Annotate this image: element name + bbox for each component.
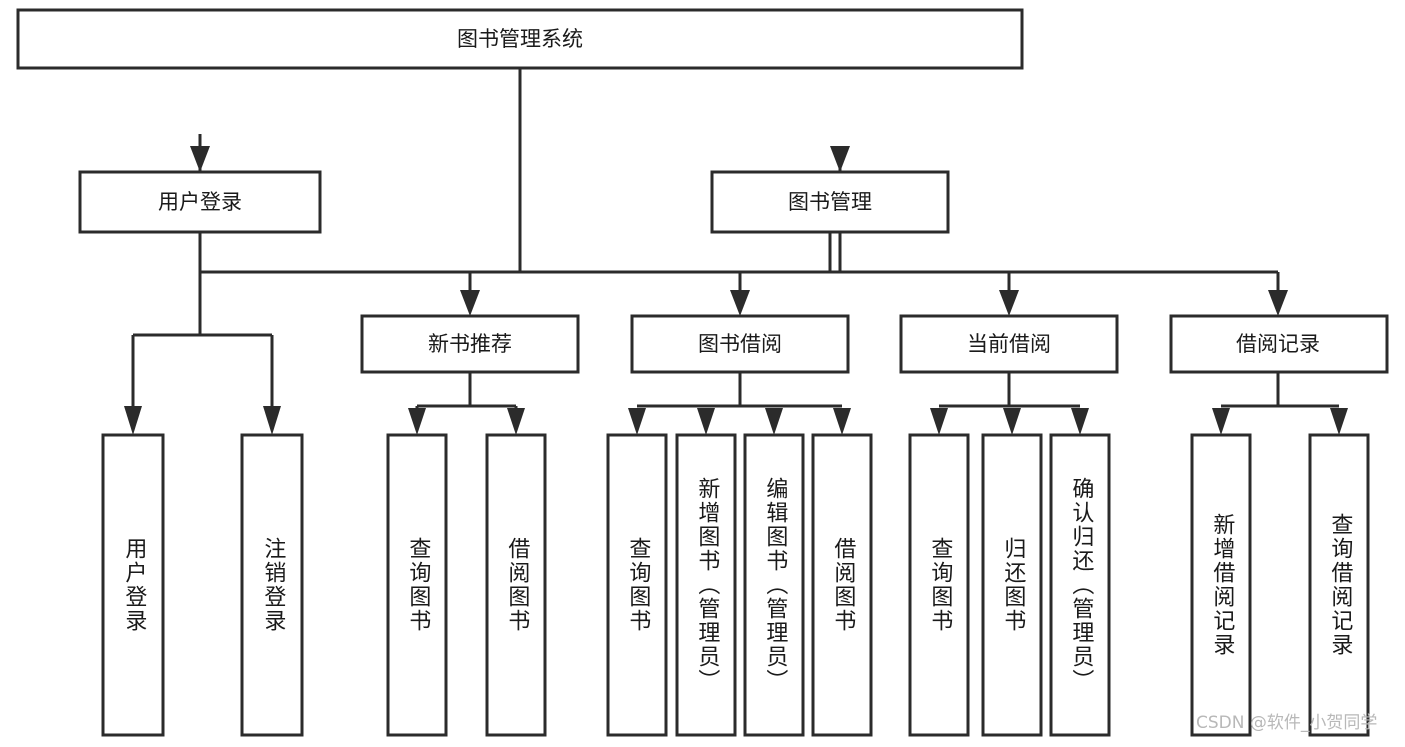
node-box-leaf-query-record[interactable] — [1308, 433, 1370, 737]
arrow-head-leaf-add-book — [697, 408, 715, 435]
node-box-leaf-confirm-return[interactable] — [1049, 433, 1111, 737]
connector-currentborrow-to-leaves — [930, 372, 1089, 435]
node-box[interactable] — [630, 314, 850, 374]
node-label: 借阅记录 — [1236, 332, 1320, 356]
node-current-borrow[interactable]: 当前借阅 — [899, 314, 1119, 374]
connector-root-to-level1 — [190, 68, 850, 274]
arrow-head-leaf-add-record — [1212, 408, 1230, 435]
node-box-leaf-add-book[interactable] — [675, 433, 737, 737]
arrow-head-leaf-borrow-book — [833, 408, 851, 435]
node-label: 图书借阅 — [698, 332, 782, 356]
arrow-head-leaf-borrow-book-rec — [507, 408, 525, 435]
arrow-head-leaf-query-book-borrow — [628, 408, 646, 435]
leaf-boxes — [101, 433, 1370, 737]
node-box-leaf-query-book-rec[interactable] — [386, 433, 448, 737]
node-box-leaf-return-book[interactable] — [981, 433, 1043, 737]
connector-bookborrow-to-leaves — [628, 372, 851, 435]
node-user-login[interactable]: 用户登录 — [78, 170, 322, 234]
node-box[interactable] — [78, 170, 322, 234]
node-box-leaf-query-book-current[interactable] — [908, 433, 970, 737]
node-box[interactable] — [899, 314, 1119, 374]
node-label: 用户登录 — [158, 190, 242, 214]
node-box[interactable] — [1169, 314, 1389, 374]
node-label: 当前借阅 — [967, 332, 1051, 356]
node-box-leaf-logout[interactable] — [240, 433, 304, 737]
node-root[interactable]: 图书管理系统 — [16, 8, 1024, 70]
connector-newbook-to-leaves — [408, 372, 525, 435]
node-box[interactable] — [710, 170, 950, 234]
node-label: 图书管理系统 — [457, 27, 583, 51]
connector-borrowrecord-to-leaves — [1212, 372, 1348, 435]
arrow-head-leaf-query-book-current — [930, 408, 948, 435]
arrow-head-leaf-confirm-return — [1071, 408, 1089, 435]
node-label: 图书管理 — [788, 190, 872, 214]
node-box-leaf-edit-book[interactable] — [743, 433, 805, 737]
connector-userlogin-to-leaves — [124, 232, 281, 435]
arrow-head-leaf-query-book-rec — [408, 408, 426, 435]
arrow-head-new-book-recommend — [460, 290, 480, 316]
node-book-borrow[interactable]: 图书借阅 — [630, 314, 850, 374]
node-box[interactable] — [16, 8, 1024, 70]
node-label: 新书推荐 — [428, 332, 512, 356]
node-box-leaf-user-login[interactable] — [101, 433, 165, 737]
arrow-head-leaf-user-login — [124, 406, 142, 435]
arrow-head-book-borrow — [730, 290, 750, 316]
node-box-leaf-borrow-book[interactable] — [811, 433, 873, 737]
arrow-head-book-manage — [830, 146, 850, 172]
node-borrow-record[interactable]: 借阅记录 — [1169, 314, 1389, 374]
arrow-head-leaf-return-book — [1003, 408, 1021, 435]
node-box-leaf-query-book-borrow[interactable] — [606, 433, 668, 737]
node-book-manage[interactable]: 图书管理 — [710, 170, 950, 234]
arrow-head-leaf-query-record — [1330, 408, 1348, 435]
node-box[interactable] — [360, 314, 580, 374]
csdn-watermark: CSDN @软件_小贺同学 — [1196, 713, 1378, 733]
arrow-head-borrow-record — [1268, 290, 1288, 316]
arrow-head-leaf-edit-book — [765, 408, 783, 435]
arrow-head-current-borrow — [999, 290, 1019, 316]
node-box-leaf-borrow-book-rec[interactable] — [485, 433, 547, 737]
connector-bookmanage-to-level2 — [460, 232, 1288, 316]
arrow-head-leaf-logout — [263, 406, 281, 435]
node-new-book-recommend[interactable]: 新书推荐 — [360, 314, 580, 374]
node-box-leaf-add-record[interactable] — [1190, 433, 1252, 737]
arrow-head-user-login — [190, 146, 210, 172]
